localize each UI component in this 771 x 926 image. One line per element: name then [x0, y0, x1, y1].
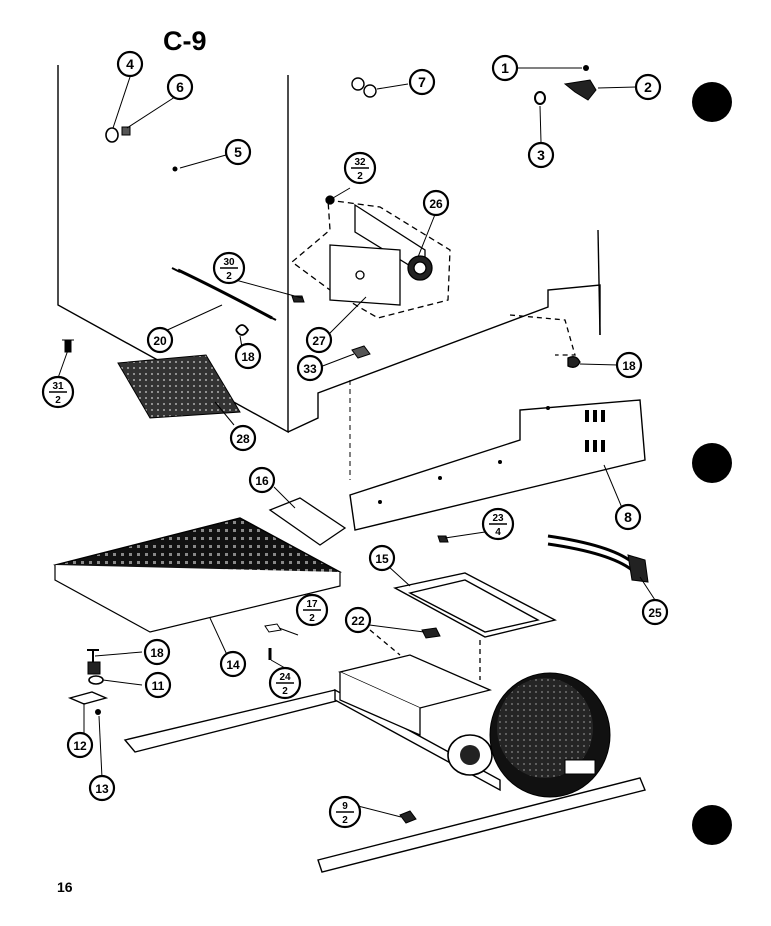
callout-28: 28	[229, 424, 257, 452]
leader-lines	[57, 67, 656, 818]
right-bracket	[509, 314, 581, 368]
cabinet-plug	[351, 77, 377, 98]
callout-6: 6	[166, 73, 194, 101]
compressor	[447, 672, 611, 798]
clip-17	[264, 623, 282, 633]
callout-13: 13	[88, 774, 116, 802]
callout-label: 25	[648, 606, 662, 620]
rear-panel	[349, 380, 646, 531]
callout-11: 11	[144, 671, 172, 699]
callout-5: 5	[224, 138, 252, 166]
callout-20: 20	[146, 326, 174, 354]
bracket-clip	[351, 345, 371, 359]
callout-label: 14	[226, 658, 240, 672]
fraction-denominator: 4	[495, 527, 501, 538]
compressor-box	[338, 629, 492, 736]
callout-27: 27	[305, 326, 333, 354]
callout-label: 15	[375, 552, 389, 566]
insulation-pad	[117, 354, 241, 419]
callout-label: 3	[537, 147, 545, 163]
fraction-denominator: 2	[226, 271, 232, 282]
callout-label: 5	[234, 144, 242, 160]
callout-14: 14	[219, 650, 247, 678]
fraction-numerator: 24	[279, 672, 291, 683]
callout-12: 12	[66, 731, 94, 759]
fraction-numerator: 9	[342, 801, 348, 812]
drain-pan	[393, 572, 557, 638]
callout-18: 18	[143, 638, 171, 666]
callout-2: 2	[634, 73, 662, 101]
callout-label: 18	[241, 350, 255, 364]
callout-label: 12	[73, 739, 87, 753]
small-fasteners-left	[105, 126, 178, 172]
callout-33: 33	[296, 354, 324, 382]
callout-label: 20	[153, 334, 167, 348]
callout-25: 25	[641, 598, 669, 626]
callout-label: 4	[126, 56, 134, 72]
callout-label: 18	[150, 646, 164, 660]
callout-22: 22	[344, 606, 372, 634]
callout-8: 8	[614, 503, 642, 531]
fraction-denominator: 2	[357, 171, 363, 182]
callout-label: 16	[255, 474, 269, 488]
heater-wire	[171, 267, 277, 321]
pan-clip	[421, 627, 441, 639]
fraction-numerator: 30	[223, 257, 235, 268]
fraction-callout-17: 172	[295, 593, 329, 627]
callout-label: 13	[95, 782, 109, 796]
callout-label: 1	[501, 60, 509, 76]
fraction-numerator: 31	[52, 381, 64, 392]
fraction-callout-9: 92	[328, 795, 362, 829]
fraction-callout-24: 242	[268, 666, 302, 700]
fraction-numerator: 32	[354, 157, 366, 168]
diagram-title: C-9	[163, 26, 207, 56]
callout-7: 7	[408, 68, 436, 96]
fraction-denominator: 2	[282, 686, 288, 697]
callout-4: 4	[116, 50, 144, 78]
callout-18: 18	[234, 342, 262, 370]
callout-3: 3	[527, 141, 555, 169]
fraction-callout-23: 234	[481, 507, 515, 541]
control-bracket	[290, 195, 451, 319]
callout-label: 27	[312, 334, 326, 348]
fraction-denominator: 2	[342, 815, 348, 826]
mounting-hardware	[67, 649, 109, 715]
callout-label: 18	[622, 359, 636, 373]
callout-15: 15	[368, 544, 396, 572]
wire-clip	[235, 324, 250, 336]
fraction-callout-32: 322	[343, 151, 377, 185]
condenser-bracket	[268, 497, 347, 546]
fraction-numerator: 23	[492, 513, 504, 524]
callout-label: 11	[152, 679, 165, 693]
page-number: 16	[57, 879, 73, 895]
callout-label: 28	[236, 432, 250, 446]
callout-label: 26	[429, 197, 443, 211]
callout-16: 16	[248, 466, 276, 494]
cabinet-screw	[62, 339, 74, 353]
callout-label: 22	[351, 614, 365, 628]
fraction-callout-30: 302	[212, 251, 246, 285]
callout-label: 2	[644, 79, 652, 95]
callout-label: 6	[176, 79, 184, 95]
callout-1: 1	[491, 54, 519, 82]
fraction-denominator: 2	[55, 395, 61, 406]
callout-18: 18	[615, 351, 643, 379]
callout-label: 8	[624, 509, 632, 525]
callout-26: 26	[422, 189, 450, 217]
fraction-callout-31: 312	[41, 375, 75, 409]
callout-label: 7	[418, 74, 426, 90]
panel-screw	[437, 535, 449, 543]
top-hinge-assembly	[534, 65, 597, 105]
callout-label: 33	[303, 362, 317, 376]
fraction-denominator: 2	[309, 613, 315, 624]
power-cord	[547, 534, 649, 583]
fraction-numerator: 17	[306, 599, 318, 610]
registration-marks	[692, 82, 732, 845]
rail-clip	[399, 810, 417, 824]
condenser-coil	[53, 517, 342, 633]
